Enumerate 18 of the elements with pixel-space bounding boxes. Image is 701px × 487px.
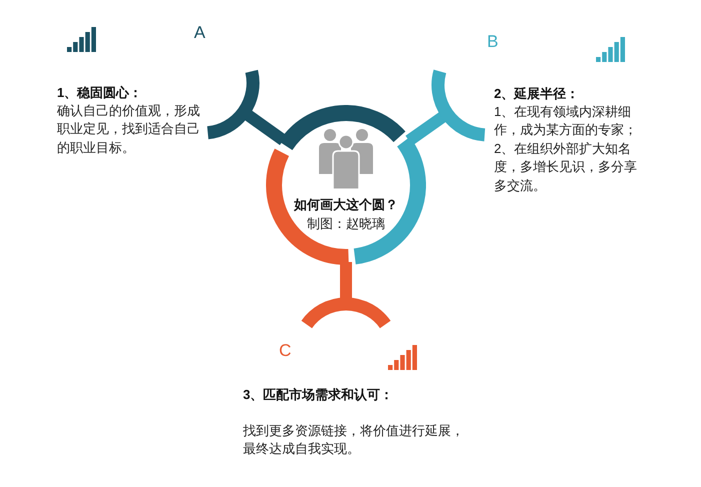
section-letter: C: [279, 342, 292, 359]
connector-stem: [406, 111, 447, 146]
connector-stem: [340, 262, 352, 300]
cup-arc: [301, 297, 391, 329]
section-letter: A: [194, 24, 206, 41]
section-text: 1、在现有领域内深耕细作，成为某方面的专家；2、在组织外部扩大知名度，多增长见识，多分享多交流。: [494, 103, 638, 195]
section-text: 找到更多资源链接，将价值进行延展，最终达成自我实现。: [243, 422, 465, 458]
author-credit: 制图：赵晓璃: [307, 215, 385, 233]
segmented-ring: [266, 105, 426, 265]
circle-title: 如何画大这个圆？: [294, 196, 398, 214]
section-text: 确认自己的价值观，形成职业定见，找到适合自己的职业目标。: [57, 102, 201, 157]
connector-stem: [244, 110, 287, 146]
section-heading: 2、延展半径：: [494, 85, 580, 103]
section-heading: 3、匹配市场需求和认可：: [243, 386, 394, 404]
cup-arc: [431, 69, 486, 142]
section-letter: B: [487, 33, 498, 50]
cup-arc: [207, 69, 260, 140]
section-heading: 1、稳固圆心：: [57, 84, 142, 102]
